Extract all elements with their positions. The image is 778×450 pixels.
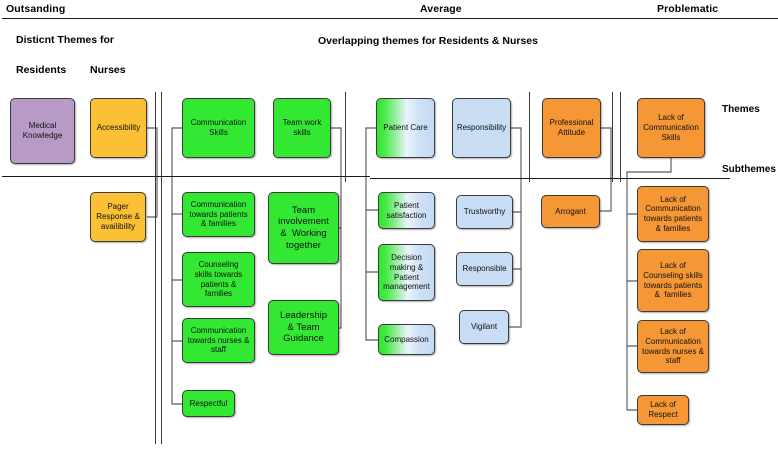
subtheme-arrogant[interactable]: Arrogant	[541, 195, 600, 228]
group-title-overlapping: Overlapping themes for Residents & Nurse…	[318, 35, 538, 47]
wire-comm-skills-b3	[171, 280, 182, 342]
subtheme-label: Responsible	[462, 264, 507, 274]
theme-label: Accessibility	[96, 123, 141, 133]
theme-label: Patient Care	[383, 123, 428, 133]
subtheme-label: Compassion	[384, 334, 429, 344]
theme-divider-left	[2, 176, 370, 178]
subtheme-responsible[interactable]: Responsible	[456, 252, 513, 286]
wire-lack-comm-b3	[626, 281, 637, 347]
wire-comm-skills-trunk	[171, 127, 182, 214]
overlap-mid-separator	[529, 92, 531, 182]
group-title-distinct: Disticnt Themes for	[16, 34, 115, 46]
wire-responsibility-b2	[513, 212, 522, 270]
subtheme-respectful[interactable]: Respectful	[182, 390, 235, 417]
theme-accessibility[interactable]: Accessibility	[90, 98, 147, 158]
subtheme-label: Trustworthy	[463, 207, 506, 217]
theme-divider-right	[370, 178, 730, 180]
overlap-left-edge	[345, 92, 347, 182]
subtheme-label: Respectful	[189, 398, 228, 408]
wire-patientcare-b2	[365, 210, 378, 273]
scale-label-outstanding: Outsanding	[6, 3, 66, 15]
theme-patient-care[interactable]: Patient Care	[376, 98, 435, 158]
scale-label-problematic: Problematic	[657, 3, 719, 15]
distinct-overlap-separator	[161, 92, 163, 444]
row-caption-subthemes: Subthemes	[722, 164, 776, 175]
subtheme-label: Vigilant	[470, 322, 498, 332]
wire-teamwork-b2	[339, 228, 342, 329]
wire-lack-comm-b2	[626, 214, 637, 282]
scale-label-average: Average	[420, 3, 462, 15]
theme-responsibility[interactable]: Responsibility	[452, 98, 511, 158]
row-caption-themes: Themes	[722, 104, 760, 115]
wire-lack-comm-b4	[626, 346, 637, 411]
residents-nurses-separator	[155, 92, 157, 444]
subtheme-vigilant[interactable]: Vigilant	[459, 310, 509, 344]
column-title-residents: Residents	[16, 64, 67, 76]
subtheme-compassion[interactable]: Compassion	[378, 324, 435, 355]
problematic-separator-b	[620, 92, 622, 182]
theme-label: Responsibility	[456, 123, 507, 133]
problematic-separator-a	[612, 92, 614, 182]
wire-comm-skills-b2	[171, 214, 182, 281]
wire-comm-skills-b4	[171, 341, 182, 405]
top-scale-rule	[2, 18, 778, 20]
subtheme-label: Arrogant	[555, 206, 586, 216]
subtheme-trustworthy[interactable]: Trustworthy	[456, 195, 513, 229]
wire-patientcare-b3	[365, 272, 378, 341]
wire-professional-attitude	[600, 127, 612, 212]
column-title-nurses: Nurses	[90, 64, 126, 76]
